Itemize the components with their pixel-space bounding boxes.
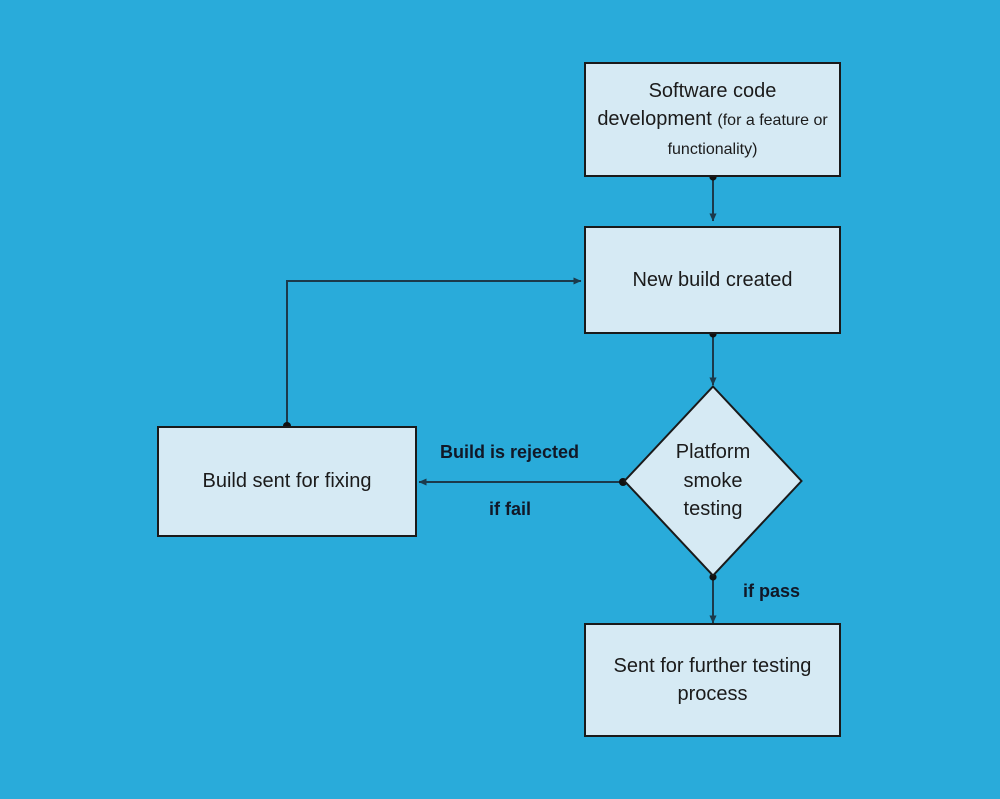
node-software-code-development-text: Software code development (for a feature… xyxy=(596,77,829,162)
node-software-code-development[interactable]: Software code development (for a feature… xyxy=(584,62,841,177)
node-sent-for-further-testing[interactable]: Sent for further testing process xyxy=(584,623,841,737)
line-1: Platform xyxy=(675,441,751,464)
node-build-sent-for-fixing-text: Build sent for fixing xyxy=(202,470,372,493)
node-new-build-created[interactable]: New build created xyxy=(584,226,841,334)
node-note: (for a feature or functionality) xyxy=(667,112,828,158)
line-2: development xyxy=(597,108,712,131)
line-2: smoke xyxy=(683,469,743,492)
edge-label-build-is-rejected: Build is rejected xyxy=(440,442,580,462)
edge-smoke-testing-to-build-fixing xyxy=(418,478,627,486)
diamond-shape xyxy=(623,385,803,577)
edge-build-fixing-to-new-build xyxy=(283,277,582,430)
node-platform-smoke-testing[interactable]: Platform smoke testing xyxy=(623,385,803,577)
edge-label-if-pass: if pass xyxy=(743,581,801,601)
edge-new-build-to-smoke-testing xyxy=(709,330,717,386)
line-3: testing xyxy=(683,498,743,521)
node-platform-smoke-testing-text: Platform smoke testing xyxy=(623,385,803,577)
line-2: process xyxy=(677,683,748,705)
line-1: Software code xyxy=(648,79,777,102)
edge-label-if-fail: if fail xyxy=(489,499,532,519)
edge-smoke-testing-to-further-testing xyxy=(709,573,717,624)
node-sent-for-further-testing-text: Sent for further testing process xyxy=(596,652,829,709)
node-build-sent-for-fixing[interactable]: Build sent for fixing xyxy=(157,426,417,537)
node-new-build-created-text: New build created xyxy=(632,268,793,291)
line-1: Sent for further testing xyxy=(613,654,812,677)
edge-development-to-new-build xyxy=(709,173,717,222)
